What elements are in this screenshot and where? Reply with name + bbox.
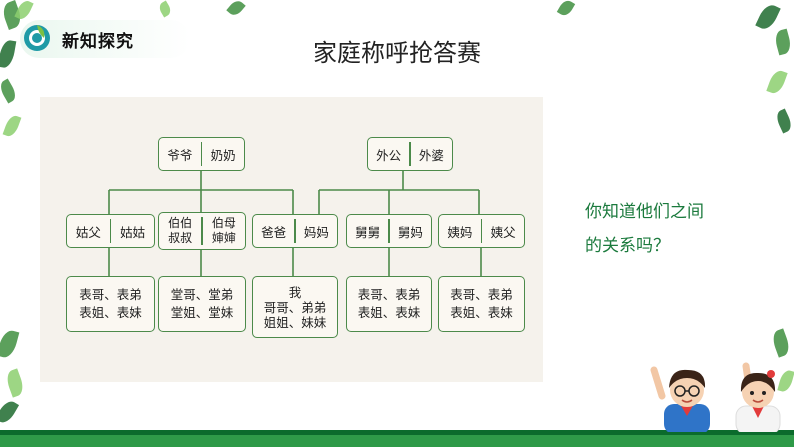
divider xyxy=(388,219,390,243)
divider xyxy=(294,219,296,243)
section-label: 新知探究 xyxy=(62,32,134,52)
cousin-line: 堂哥、堂弟 xyxy=(170,287,234,302)
me-label: 我 xyxy=(288,284,302,300)
father-label: 爸爸 xyxy=(261,224,287,240)
bobo-shushu-label: 伯伯 叔叔 xyxy=(159,213,201,249)
bobo-label: 伯伯 xyxy=(168,216,193,230)
question-line-2: 的关系吗？ xyxy=(585,236,670,256)
grandmother-label: 奶奶 xyxy=(210,147,236,163)
cousin-line: 表哥、表弟 xyxy=(357,287,421,302)
cousin-line: 表姐、表妹 xyxy=(357,305,421,320)
question-line-1: 你知道他们之间 xyxy=(585,202,704,222)
divider xyxy=(109,219,112,243)
mother-label: 妈妈 xyxy=(303,224,329,240)
bottom-bar xyxy=(0,430,794,447)
cousin-line: 表姐、表妹 xyxy=(79,305,142,320)
shenshen-label: 婶婶 xyxy=(211,231,236,245)
cartoon-kids-illustration-icon xyxy=(650,362,781,432)
shushu-label: 叔叔 xyxy=(168,231,193,245)
me-siblings-box: 我 哥哥、弟弟 姐姐、妹妹 xyxy=(252,276,338,338)
question-text: 你知道他们之间 的关系吗？ xyxy=(585,195,760,263)
bomu-label: 伯母 xyxy=(211,216,236,230)
maternal-grandparents-box: 外公 外婆 xyxy=(367,137,453,171)
cousin-line: 表哥、表弟 xyxy=(79,287,142,302)
gufu-label: 姑父 xyxy=(75,224,101,240)
gugu-label: 姑姑 xyxy=(120,224,146,240)
paternal-grandparents-box: 爷爷 奶奶 xyxy=(158,137,245,171)
aunt-yima-box: 姨妈 姨父 xyxy=(438,214,525,248)
cousins-jiu-box: 表哥、表弟 表姐、表妹 xyxy=(346,276,432,332)
cousins-yi-box: 表哥、表弟 表姐、表妹 xyxy=(438,276,525,332)
divider xyxy=(200,142,203,166)
maternal-grandfather-label: 外公 xyxy=(376,147,402,163)
page-title: 家庭称呼抢答赛 xyxy=(313,39,481,67)
aunt-gugu-box: 姑父 姑姑 xyxy=(66,214,155,248)
bottom-bar-stripe xyxy=(0,430,794,435)
sibling-line: 姐姐、妹妹 xyxy=(263,314,327,330)
cousins-tang-box: 堂哥、堂弟 堂姐、堂妹 xyxy=(158,276,246,332)
jiujiu-label: 舅舅 xyxy=(355,224,381,240)
yifu-label: 姨父 xyxy=(490,224,516,240)
sibling-line: 哥哥、弟弟 xyxy=(263,299,327,315)
maternal-grandmother-label: 外婆 xyxy=(418,147,444,163)
yima-label: 姨妈 xyxy=(447,224,473,240)
cousins-gu-box: 表哥、表弟 表姐、表妹 xyxy=(66,276,155,332)
divider xyxy=(409,142,411,166)
cousin-line: 表哥、表弟 xyxy=(450,287,513,302)
cousin-line: 堂姐、堂妹 xyxy=(170,305,234,320)
parents-box: 爸爸 妈妈 xyxy=(252,214,338,248)
uncle-jiujiu-box: 舅舅 舅妈 xyxy=(346,214,432,248)
jiuma-label: 舅妈 xyxy=(397,224,423,240)
growth-logo-icon xyxy=(24,25,50,51)
divider xyxy=(201,217,203,245)
divider xyxy=(480,219,483,243)
uncle-bobo-box: 伯伯 叔叔 伯母 婶婶 xyxy=(158,212,246,250)
cousin-line: 表姐、表妹 xyxy=(450,305,513,320)
grandfather-label: 爷爷 xyxy=(167,147,193,163)
bomu-shenshen-label: 伯母 婶婶 xyxy=(203,213,245,249)
